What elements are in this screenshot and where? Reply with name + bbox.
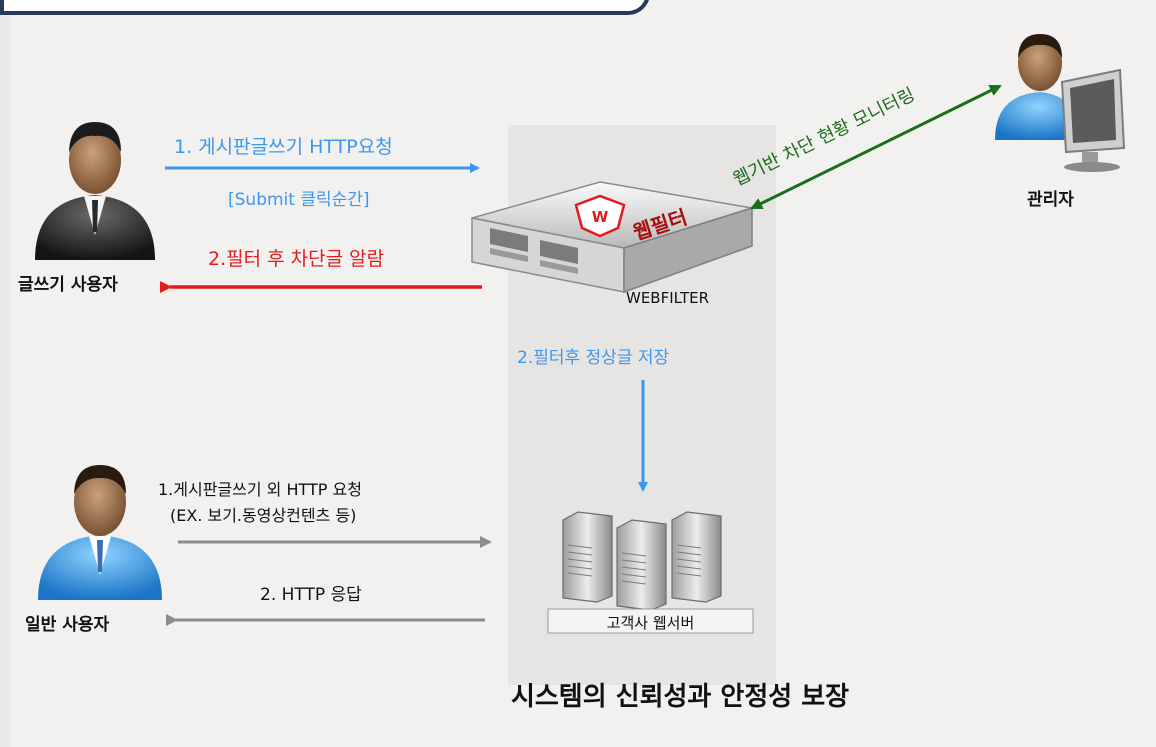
caption: 시스템의 신뢰성과 안정성 보장 [510, 682, 850, 712]
write-request-label: 1. 게시판글쓰기 HTTP요청 [174, 136, 393, 158]
webfilter-appliance-icon: W 웹필터 [471, 181, 753, 294]
monitoring-arrow [750, 84, 1002, 210]
businessman-icon [35, 122, 155, 260]
svg-text:W: W [592, 208, 609, 226]
server-rack-icon [547, 511, 754, 634]
admin-label: 관리자 [1027, 190, 1074, 210]
user-icon [38, 465, 162, 600]
webserver-label: 고객사 웹서버 [606, 614, 695, 632]
other-request-example-label: (EX. 보기.동영상컨텐츠 등) [170, 506, 357, 525]
save-normal-label: 2.필터후 정상글 저장 [517, 348, 670, 368]
block-alarm-label: 2.필터 후 차단글 알람 [208, 248, 385, 270]
http-response-label: 2. HTTP 응답 [260, 585, 362, 605]
submit-moment-label: [Submit 클릭순간] [228, 190, 370, 210]
normal-user-label: 일반 사용자 [25, 615, 110, 635]
monitoring-label: 웹기반 차단 현황 모니터링 [730, 84, 918, 190]
writer-user-label: 글쓰기 사용자 [18, 275, 118, 295]
admin-computer-icon [995, 34, 1126, 172]
other-request-label: 1.게시판글쓰기 외 HTTP 요청 [158, 480, 362, 499]
webfilter-label: WEBFILTER [626, 289, 710, 307]
left-edge [0, 0, 10, 747]
webserver-label-box [547, 608, 754, 634]
